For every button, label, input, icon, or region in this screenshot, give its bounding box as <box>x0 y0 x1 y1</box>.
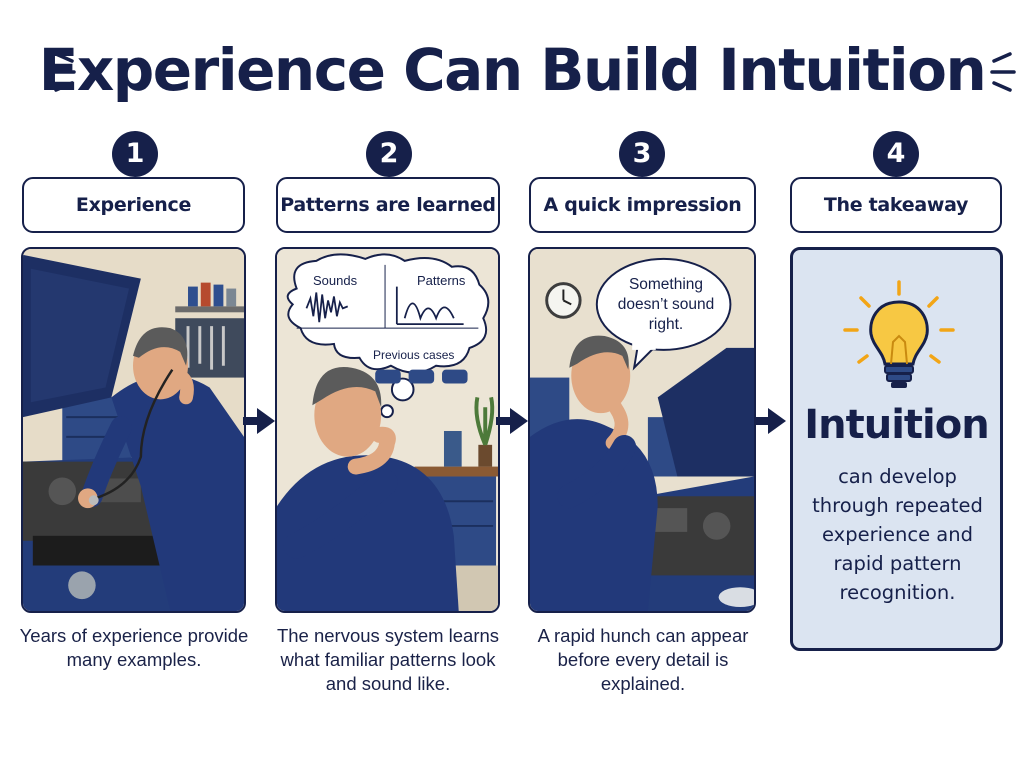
panel-quick-impression-illustration: Something doesn’t sound right. <box>528 247 756 613</box>
arrow-right-icon-2 <box>496 408 528 434</box>
speech-line-3: right. <box>648 316 684 333</box>
takeaway-panel: Intuition can develop through repeated e… <box>790 247 1003 651</box>
step-number-2: 2 <box>366 131 412 177</box>
emphasis-lines-left-icon <box>50 52 76 92</box>
step-number-1: 1 <box>112 131 158 177</box>
panel-experience-illustration <box>21 247 246 613</box>
title-area: Experience Can Build Intuition <box>0 28 1024 118</box>
page-title: Experience Can Build Intuition <box>38 36 987 104</box>
thought-label-sounds: Sounds <box>313 273 358 288</box>
speech-bubble-text: Something doesn’t sound right. <box>600 275 732 335</box>
arrow-right-icon-3 <box>754 408 786 434</box>
takeaway-body: can develop through repeated experience … <box>812 465 983 604</box>
step-label-1: Experience <box>22 177 245 233</box>
step-number-3: 3 <box>619 131 665 177</box>
step-number-4: 4 <box>873 131 919 177</box>
step-caption-3: A rapid hunch can appear before every de… <box>537 625 749 694</box>
arrow-right-icon-1 <box>243 408 275 434</box>
step-caption-2: The nervous system learns what familiar … <box>276 625 500 694</box>
step-label-2: Patterns are learned <box>276 177 500 233</box>
thought-label-previous-cases: Previous cases <box>373 348 455 362</box>
panel-patterns-illustration: Sounds Patterns Previous cases <box>275 247 500 613</box>
emphasis-lines-right-icon <box>990 52 1016 92</box>
step-caption-1: Years of experience provide many example… <box>19 625 249 670</box>
step-label-3: A quick impression <box>529 177 756 233</box>
speech-line-1: Something <box>628 276 704 293</box>
lightbulb-icon <box>843 280 955 388</box>
speech-line-2: doesn’t sound <box>617 296 715 313</box>
thought-label-patterns: Patterns <box>417 273 466 288</box>
step-label-4: The takeaway <box>790 177 1002 233</box>
takeaway-heading: Intuition <box>804 402 989 448</box>
